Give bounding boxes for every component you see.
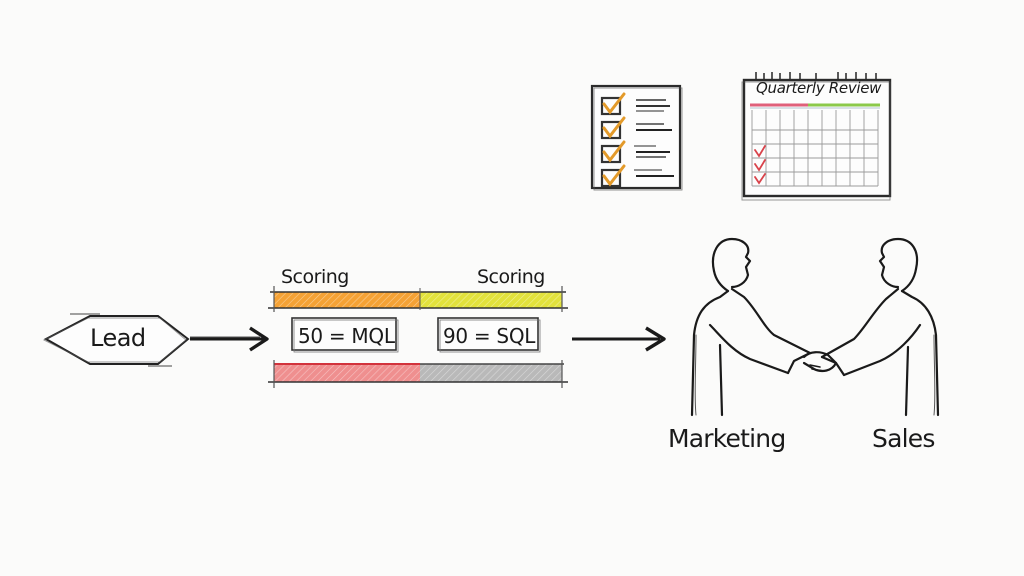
handshake-illustration	[690, 237, 940, 417]
calendar-title: Quarterly Review	[756, 79, 882, 97]
arrow-right-icon-2	[572, 326, 666, 352]
scoring-bars	[268, 286, 568, 388]
lead-label: Lead	[90, 324, 146, 352]
scoring-label-2: Scoring	[477, 266, 545, 288]
lead-hexagon-shape	[42, 313, 190, 367]
marketing-person-icon	[711, 237, 752, 289]
sales-label: Sales	[872, 424, 935, 453]
calendar-icon	[741, 72, 892, 201]
scoring-label-1: Scoring	[281, 266, 349, 288]
checklist-icon	[590, 84, 683, 191]
marketing-label: Marketing	[668, 424, 786, 453]
sales-person-icon	[878, 237, 919, 289]
sql-threshold: 90 = SQL	[443, 324, 536, 348]
checklist-rows	[600, 92, 674, 188]
mql-threshold: 50 = MQL	[298, 324, 395, 348]
arrow-right-icon	[190, 326, 269, 352]
